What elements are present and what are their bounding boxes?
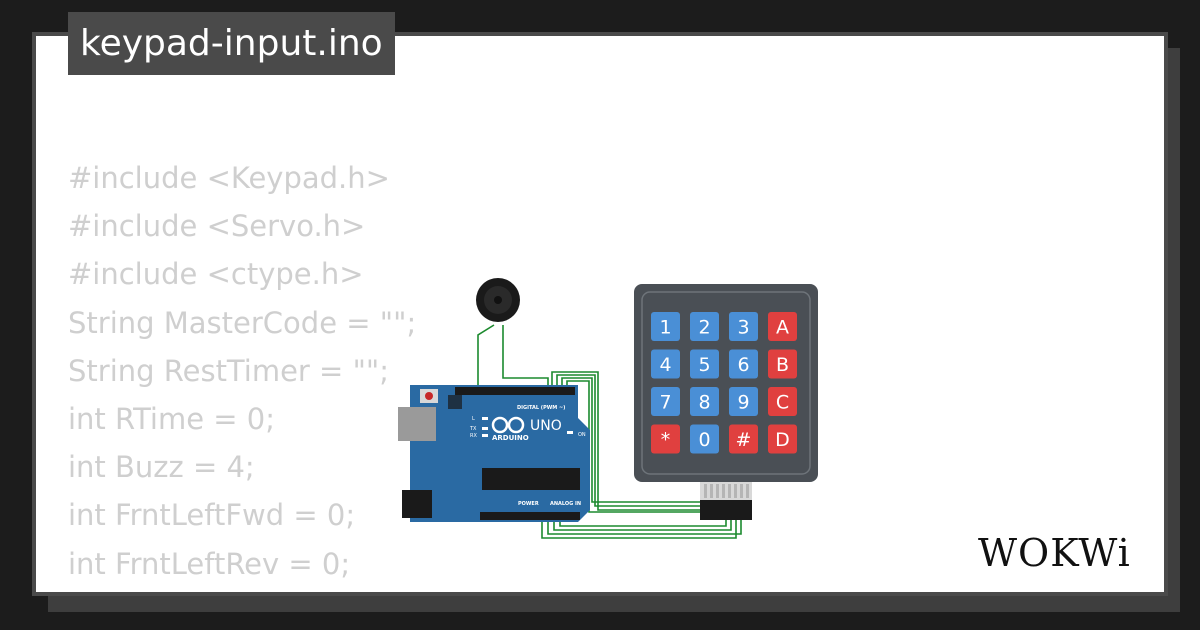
code-line: int Buzz = 4;	[68, 450, 255, 485]
keypad-key-hash[interactable]: #	[729, 424, 758, 454]
keypad-key-4[interactable]: 4	[651, 349, 680, 379]
board-model: UNO	[530, 418, 562, 434]
keypad-key-label: C	[776, 392, 789, 414]
keypad-key-C[interactable]: C	[768, 387, 797, 416]
keypad-connector	[700, 482, 752, 500]
keypad-key-label: 2	[698, 317, 710, 339]
code-preview: #include <Keypad.h> #include <Servo.h> #in…	[68, 154, 417, 592]
keypad-key-label: 9	[737, 392, 749, 414]
keypad-key-A[interactable]: A	[768, 312, 797, 341]
keypad-key-label: 6	[737, 354, 749, 376]
keypad-key-6[interactable]: 6	[729, 349, 758, 379]
code-line: #include <ctype.h>	[68, 257, 364, 292]
wokwi-logo-text: WOKWi	[978, 531, 1131, 575]
keypad-key-star[interactable]: *	[651, 424, 680, 454]
keypad-key-label: #	[736, 429, 752, 451]
keypad-keys: 1 2 3 A 4 5 6 B 7 8 9 C * 0 # D	[651, 312, 797, 454]
keypad[interactable]: 1 2 3 A 4 5 6 B 7 8 9 C * 0 # D	[634, 284, 818, 520]
arduino-logo-icon	[491, 416, 525, 434]
sketch-title: keypad-input.ino	[68, 12, 395, 75]
preview-card[interactable]: #include <Keypad.h>#include <Servo.h>#in…	[32, 32, 1168, 596]
keypad-key-label: 8	[698, 392, 710, 414]
buzzer[interactable]	[476, 278, 520, 322]
keypad-key-9[interactable]: 9	[729, 387, 758, 416]
keypad-key-3[interactable]: 3	[729, 312, 758, 341]
keypad-key-0[interactable]: 0	[690, 424, 719, 454]
keypad-key-label: D	[775, 429, 790, 451]
rx-label: RX	[470, 433, 477, 439]
keypad-key-7[interactable]: 7	[651, 387, 680, 416]
code-line: #include <Servo.h>	[68, 209, 366, 244]
keypad-key-label: 5	[698, 354, 710, 376]
power-jack	[402, 490, 432, 518]
keypad-key-label: 4	[659, 354, 671, 376]
keypad-key-5[interactable]: 5	[690, 349, 719, 379]
keypad-key-label: 7	[659, 392, 671, 414]
analog-label: ANALOG IN	[550, 501, 581, 507]
keypad-key-label: B	[776, 354, 789, 376]
keypad-key-D[interactable]: D	[768, 424, 797, 454]
code-line: int FrntLeftFwd = 0;	[68, 498, 356, 533]
analog-header	[480, 512, 580, 520]
atmega-chip	[482, 468, 580, 490]
code-line: int FrntLeftRev = 0;	[68, 546, 351, 581]
digital-label: DIGITAL (PWM ~)	[517, 405, 565, 411]
board-brand: ARDUINO	[492, 434, 529, 442]
keypad-key-8[interactable]: 8	[690, 387, 719, 416]
wokwi-logo: WOKWi	[978, 531, 1131, 575]
keypad-key-label: 0	[698, 429, 710, 451]
code-line: String MasterCode = "";	[68, 305, 417, 340]
power-label: POWER	[518, 501, 539, 507]
keypad-key-label: 1	[659, 317, 671, 339]
on-label: ON	[578, 432, 586, 438]
usb-port	[398, 407, 436, 441]
keypad-key-2[interactable]: 2	[690, 312, 719, 341]
keypad-key-label: *	[661, 429, 671, 451]
tx-label: TX	[469, 426, 477, 432]
keypad-key-1[interactable]: 1	[651, 312, 680, 341]
keypad-key-label: 3	[737, 317, 749, 339]
code-line: int RTime = 0;	[68, 401, 275, 436]
buzzer-wire-2	[502, 325, 549, 392]
keypad-key-B[interactable]: B	[768, 349, 797, 379]
keypad-key-label: A	[776, 317, 789, 339]
digital-header	[455, 387, 575, 395]
l-label: L	[472, 416, 475, 422]
code-line: String RestTimer = "";	[68, 353, 390, 388]
arduino-board[interactable]: UNO ARDUINO DIGITAL (PWM ~) POWER ANALOG…	[398, 385, 590, 522]
code-line: #include <Keypad.h>	[68, 161, 390, 195]
